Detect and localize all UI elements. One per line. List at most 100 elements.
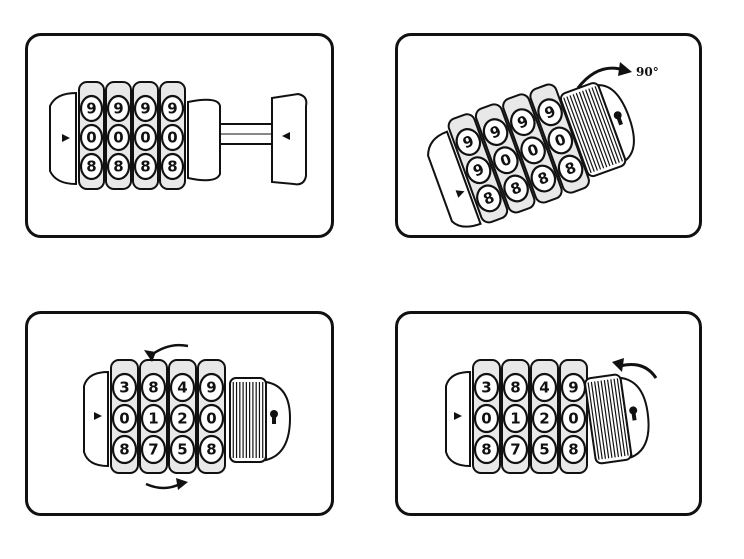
dial-group: 3 8 4 9 0 1 2 0 8 7 5 8 — [472, 359, 588, 474]
dial-digit: 8 — [140, 158, 150, 176]
dial-digit: 8 — [481, 441, 491, 459]
dial-digit-ring — [557, 154, 584, 183]
rotate-arrow-icon — [619, 363, 658, 379]
dial-digit-ring — [510, 108, 536, 137]
position-arrow-icon — [282, 132, 290, 140]
dial-digit-ring — [106, 152, 131, 181]
dial-digit-ring — [79, 94, 104, 123]
dial-digit-ring — [133, 123, 158, 152]
dial-digit-ring — [455, 128, 482, 156]
lock-end-cap — [427, 130, 482, 228]
dial-digit-ring — [140, 434, 167, 465]
dial-digit: 0 — [167, 129, 177, 147]
dial-digit-ring — [198, 434, 225, 465]
dial-digit-ring — [473, 434, 500, 465]
position-arrow-icon — [454, 412, 462, 420]
dial-digit: 2 — [539, 410, 549, 428]
dial-digit: 8 — [167, 158, 177, 176]
dial-digit-ring — [198, 403, 225, 434]
dial-digit-ring — [133, 94, 158, 123]
dial-digit-ring — [482, 118, 509, 147]
dial-digit-ring — [133, 152, 158, 181]
dial-digit-ring — [198, 372, 225, 403]
dial-digit: 1 — [148, 410, 158, 428]
dial-digit-ring — [502, 403, 529, 434]
position-arrow-icon — [94, 412, 102, 420]
dial-digit-ring — [493, 146, 519, 175]
position-arrow-icon — [455, 190, 465, 198]
keyhole-icon — [613, 111, 624, 126]
dial-digit-ring — [560, 403, 587, 434]
dial-digit: 0 — [568, 410, 578, 428]
dial-digit-ring — [530, 164, 557, 193]
dial-digit: 8 — [148, 379, 158, 397]
dial-digit-ring — [547, 126, 574, 155]
rotate-arrow-icon — [149, 343, 189, 357]
dial-digit-ring — [473, 372, 500, 403]
dial-digit: 4 — [539, 379, 549, 397]
rotate-arrow-icon — [145, 482, 181, 490]
dial-digit-ring — [140, 372, 167, 403]
ribbed-knob — [229, 377, 267, 463]
dial-digit-ring — [169, 372, 196, 403]
dial-digit-ring — [476, 184, 502, 213]
dial-digit: 9 — [167, 100, 177, 118]
dial-digit: 0 — [113, 129, 123, 147]
dial-digit: 5 — [177, 441, 187, 459]
dial-digit: 9 — [568, 379, 578, 397]
step-4-panel: 3 8 4 9 0 1 2 0 8 7 5 8 — [395, 311, 702, 516]
dial-digit-ring — [465, 156, 492, 185]
dial-digit-ring — [473, 403, 500, 434]
rotation-label: 90° — [636, 65, 659, 79]
lock-illustration-relock: 3 8 4 9 0 1 2 0 8 7 5 8 — [445, 358, 658, 474]
dial-digit-ring — [502, 434, 529, 465]
lock-end-cap — [445, 370, 471, 468]
dial-digit: 7 — [148, 441, 158, 459]
dial-digit-ring — [169, 403, 196, 434]
dial-digit: 8 — [86, 158, 96, 176]
dial-digit-ring — [520, 136, 546, 165]
dial-digit: 5 — [539, 441, 549, 459]
dial-digit: 0 — [481, 410, 491, 428]
dial-digit: 3 — [119, 379, 129, 397]
dial-digit: 8 — [568, 441, 578, 459]
dial-digit: 2 — [177, 410, 187, 428]
dial-digit: 4 — [177, 379, 187, 397]
dial-digit: 9 — [140, 100, 150, 118]
dial-digit: 8 — [206, 441, 216, 459]
dial-digit-ring — [79, 123, 104, 152]
dial-digit: 3 — [481, 379, 491, 397]
dial-digit-ring — [79, 152, 104, 181]
dial-digit-ring — [111, 434, 138, 465]
dial-digit: 8 — [510, 379, 520, 397]
dial-digit-ring — [531, 434, 558, 465]
dial-digit: 8 — [113, 158, 123, 176]
position-arrow-icon — [62, 134, 70, 142]
dial-digit: 0 — [140, 129, 150, 147]
keyhole-icon — [270, 410, 278, 424]
dial-digit-ring — [502, 372, 529, 403]
dial-digit-ring — [160, 152, 185, 181]
keyhole-icon — [629, 406, 638, 421]
dial-digit-ring — [106, 123, 131, 152]
dial-digit: 0 — [119, 410, 129, 428]
dial-digit: 9 — [86, 100, 96, 118]
dial-digit-ring — [160, 123, 185, 152]
dial-digit: 9 — [113, 100, 123, 118]
dial-digit-ring — [503, 174, 529, 203]
dial-digit-ring — [140, 403, 167, 434]
dial-digit-ring — [169, 434, 196, 465]
dial-digit-ring — [106, 94, 131, 123]
dial-digit: 1 — [510, 410, 520, 428]
dial-digit: 7 — [510, 441, 520, 459]
dial-digit-ring — [160, 94, 185, 123]
dial-digit-ring — [560, 434, 587, 465]
